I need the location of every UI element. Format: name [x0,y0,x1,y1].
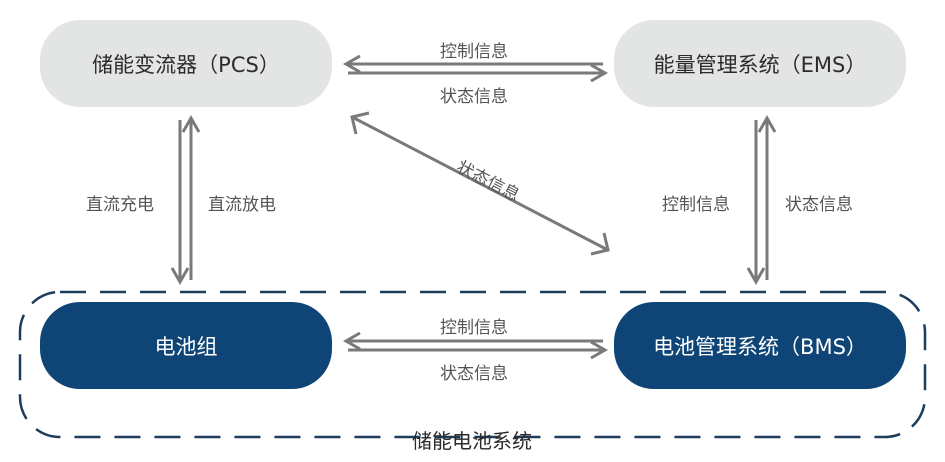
node-ems-label: 能量管理系统（EMS） [653,52,867,77]
arrow-battery-bms-status [348,340,609,360]
label-pcs-battery-discharge: 直流放电 [208,195,276,215]
node-bms-label: 电池管理系统（BMS） [653,334,867,359]
node-ems: 能量管理系统（EMS） [614,20,906,107]
group-title: 储能电池系统 [412,429,532,453]
node-bms: 电池管理系统（BMS） [614,302,906,389]
label-battery-bms-status: 状态信息 [440,364,508,384]
label-ems-bms-control: 控制信息 [662,195,730,215]
node-battery-label: 电池组 [154,334,218,359]
node-battery: 电池组 [40,302,332,389]
arrow-pcs-ems-control [342,54,603,74]
arrow-battery-bms-control [342,331,603,351]
arrow-ems-bms-status [757,114,777,280]
arrow-pcs-ems-status [348,63,609,83]
arrow-ems-bms-control [746,120,766,286]
label-pcs-battery-charge: 直流充电 [86,195,154,215]
node-pcs-label: 储能变流器（PCS） [92,52,280,77]
label-pcs-ems-control: 控制信息 [440,42,508,62]
arrow-pcs-battery-charge [170,120,190,286]
label-ems-bms-status: 状态信息 [785,195,853,215]
arrow-pcs-battery-discharge [181,114,201,280]
label-battery-bms-control: 控制信息 [440,318,508,338]
group-boundary [18,290,927,439]
node-pcs: 储能变流器（PCS） [40,20,332,107]
label-pcs-ems-status: 状态信息 [440,87,508,107]
arrow-pcs-bms-status [350,111,610,256]
